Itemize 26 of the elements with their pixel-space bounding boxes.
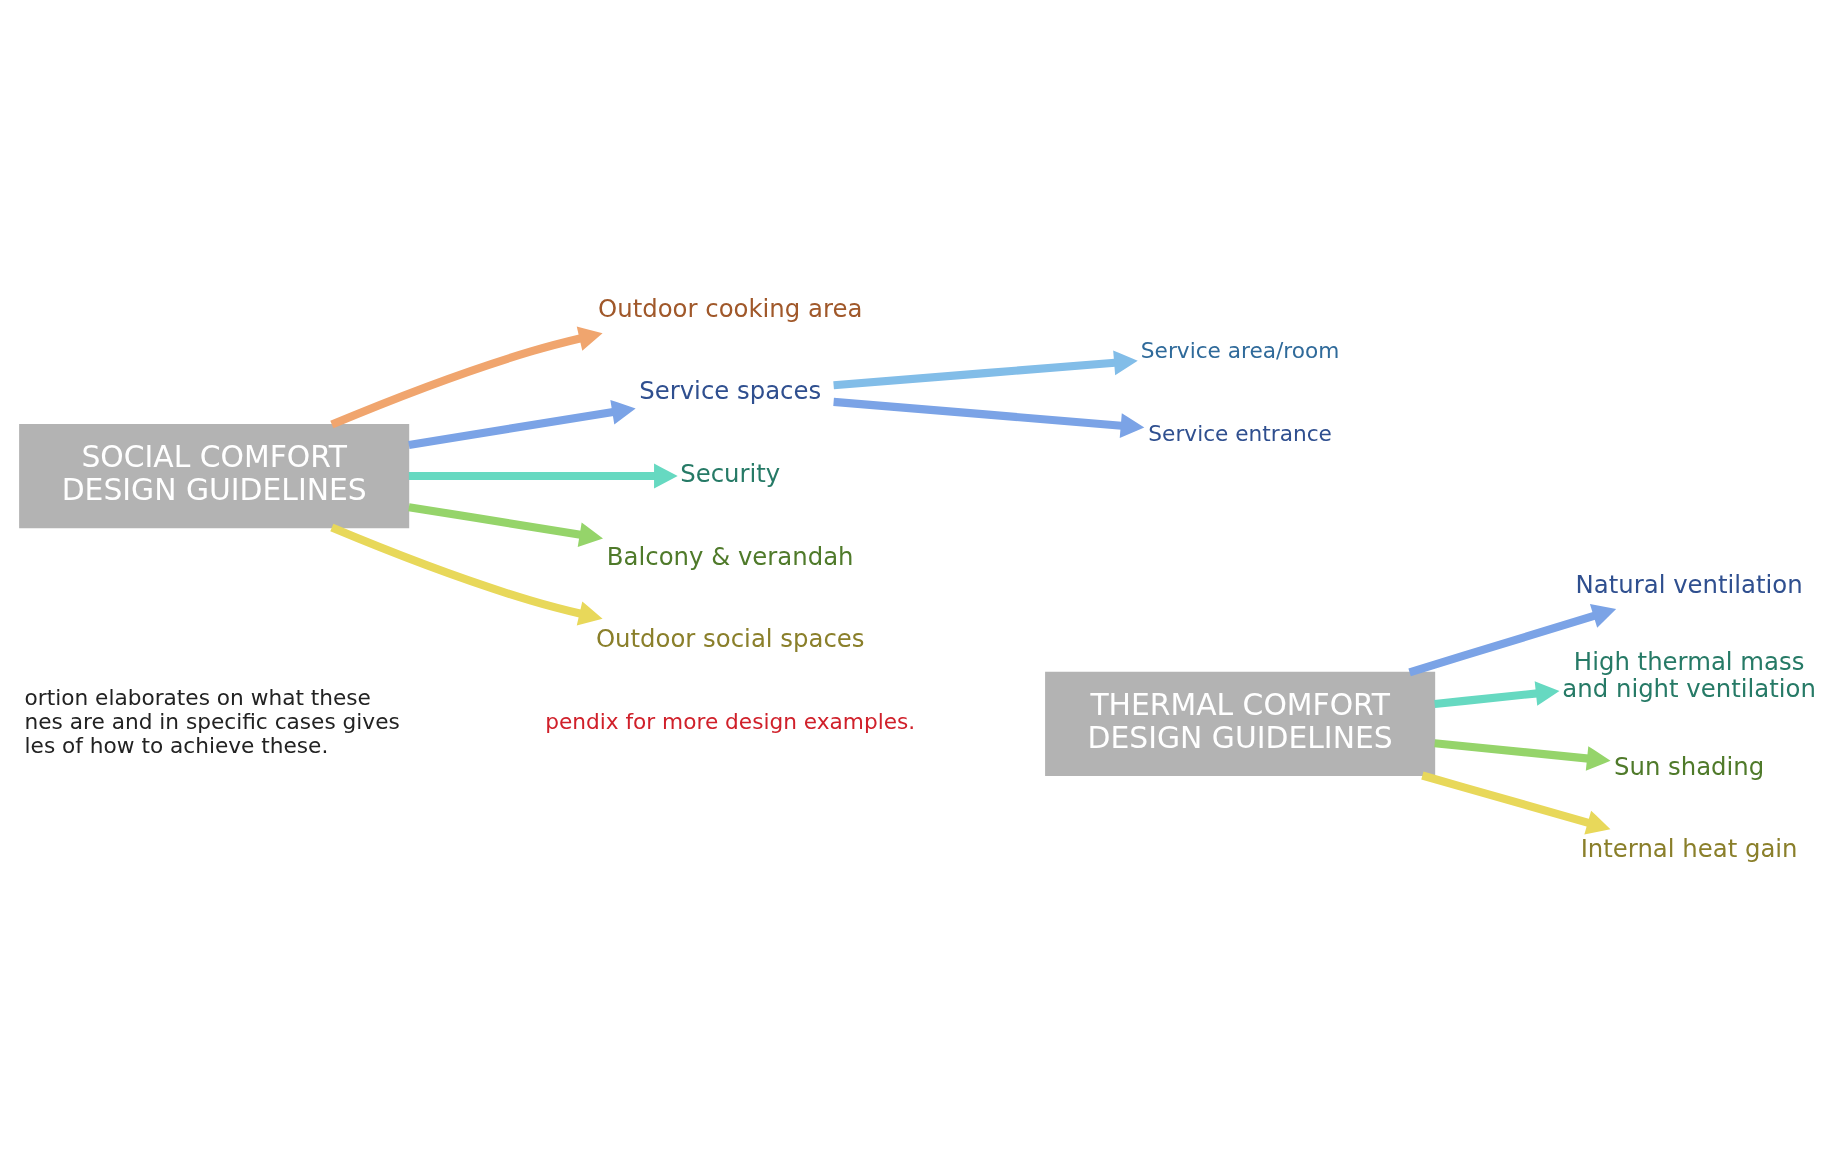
- arrow: [1408, 604, 1617, 677]
- arrow: [408, 503, 604, 547]
- node-text: Security: [680, 458, 781, 488]
- arrow: [833, 350, 1138, 390]
- node-text: Balcony & verandah: [606, 541, 854, 571]
- label: ortion elaborates on what these nes are and in specific cases gives les of how to achieve these.: [24, 684, 400, 759]
- arrow: [408, 399, 636, 449]
- node-text: Service spaces: [639, 376, 822, 406]
- node-text: Service entrance: [1148, 420, 1332, 446]
- node-box: THERMAL COMFORT DESIGN GUIDELINES: [1045, 671, 1436, 777]
- node-text: Internal heat gain: [1580, 834, 1798, 864]
- node-text: Outdoor social spaces: [595, 624, 865, 654]
- node-text: Outdoor cooking area: [598, 293, 863, 323]
- node-text: High thermal mass and night ventilation: [1562, 647, 1816, 704]
- arrow: [1421, 771, 1611, 835]
- label: pendix for more design examples.: [545, 709, 916, 735]
- node-text: Natural ventilation: [1575, 570, 1803, 600]
- node-box: SOCIAL COMFORT DESIGN GUIDELINES: [19, 423, 410, 529]
- arrow: [408, 463, 678, 489]
- arrow: [330, 523, 603, 626]
- node-text: Sun shading: [1613, 751, 1765, 781]
- arrow: [1434, 681, 1560, 708]
- arrow: [330, 326, 603, 429]
- arrow: [1434, 739, 1611, 771]
- arrow: [833, 397, 1145, 438]
- node-text: Service area/room: [1140, 337, 1340, 363]
